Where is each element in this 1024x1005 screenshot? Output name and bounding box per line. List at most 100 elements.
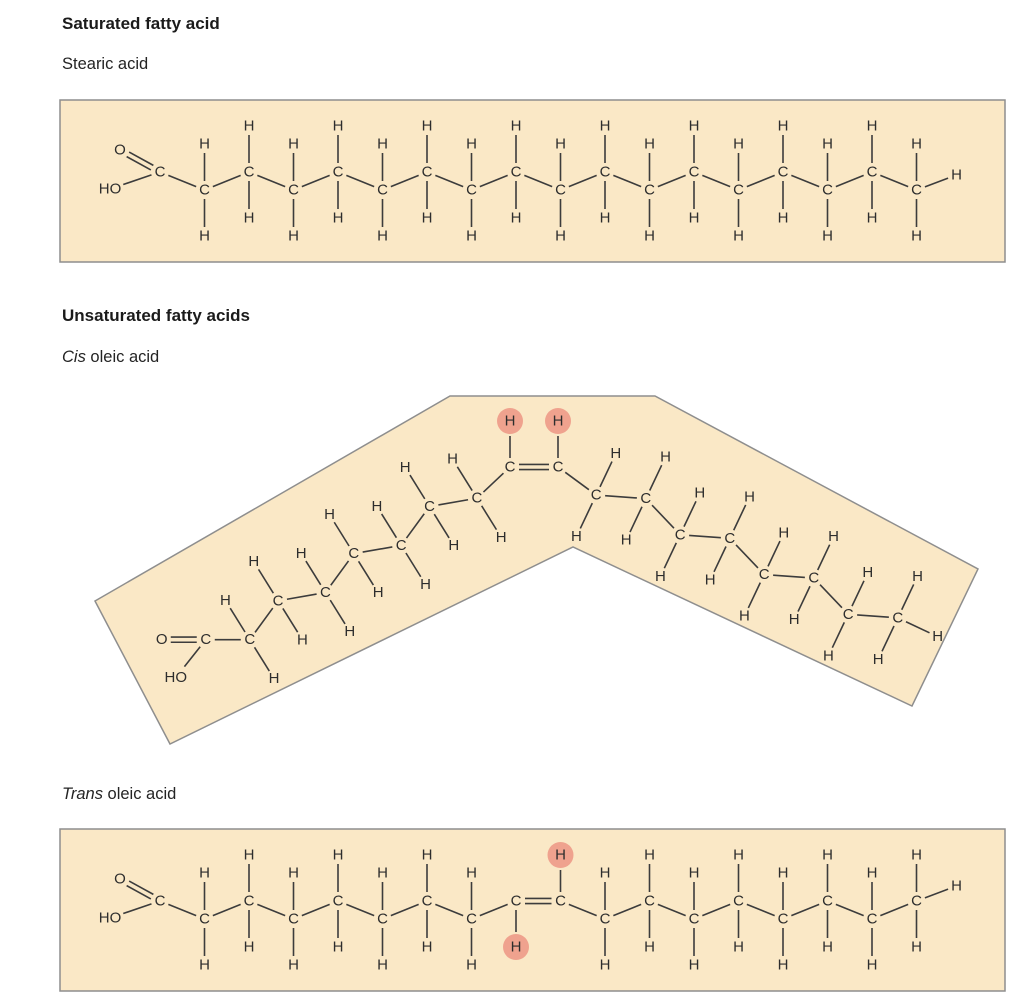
- atom-h-label: H: [447, 451, 458, 468]
- double-bond-line: [126, 156, 152, 171]
- stearic-acid-label: Stearic acid: [62, 55, 149, 74]
- bond-line: [168, 903, 197, 917]
- atom-h-label: H: [199, 136, 210, 153]
- atom-h-label: H: [911, 847, 922, 864]
- bond-line: [254, 607, 274, 634]
- atom-h-label: H: [373, 585, 384, 602]
- atom-h-label: H: [951, 878, 962, 895]
- atom-h-label: H: [248, 554, 259, 571]
- bond-line: [629, 506, 643, 533]
- bond-line: [346, 903, 375, 917]
- atom-h-label: H: [951, 167, 962, 184]
- atom-h-label: H: [466, 136, 477, 153]
- atom-h-label: H: [555, 847, 566, 864]
- atom-h-label: H: [505, 413, 516, 430]
- atom-h-label: H: [296, 545, 307, 562]
- bond-line: [346, 174, 375, 188]
- atom-h-label: H: [911, 228, 922, 245]
- atom-h-label: H: [778, 957, 789, 974]
- atom-h-label: H: [822, 939, 833, 956]
- atom-c-label: C: [822, 182, 833, 199]
- bond-line: [835, 903, 864, 917]
- bond-line: [924, 177, 949, 188]
- atom-c-label: C: [288, 182, 299, 199]
- bond-line: [713, 546, 727, 573]
- atom-h-label: H: [733, 228, 744, 245]
- bond-line: [835, 174, 864, 188]
- atom-c-label: C: [867, 911, 878, 928]
- atom-c-label: C: [422, 893, 433, 910]
- atom-h-label: H: [377, 957, 388, 974]
- cis-italic-word: Cis: [62, 347, 86, 366]
- atom-h-label: H: [911, 136, 922, 153]
- atom-h-label: H: [333, 118, 344, 135]
- bond-line: [880, 903, 909, 917]
- atom-h-label: H: [778, 865, 789, 882]
- atom-c-label: C: [333, 893, 344, 910]
- atom-h-label: H: [600, 865, 611, 882]
- atom-h-label: H: [199, 865, 210, 882]
- bond-line: [390, 903, 419, 917]
- atom-h-label: H: [466, 865, 477, 882]
- atom-h-label: H: [571, 528, 582, 545]
- bond-line: [657, 174, 686, 188]
- atom-c-label: C: [348, 546, 359, 563]
- atom-c-label: C: [377, 182, 388, 199]
- atom-h-label: H: [466, 957, 477, 974]
- atom-h-label: H: [220, 592, 231, 609]
- atom-h-label: H: [288, 136, 299, 153]
- atom-h-label: H: [199, 957, 210, 974]
- atom-h-label: H: [448, 537, 459, 554]
- atom-h-label: H: [644, 939, 655, 956]
- atom-c-label: C: [640, 490, 651, 507]
- atom-h-label: H: [828, 528, 839, 545]
- trans-italic-word: Trans: [62, 785, 103, 804]
- bond-line: [122, 174, 152, 186]
- atom-h-label: H: [862, 565, 873, 582]
- bond-line: [747, 582, 762, 609]
- atom-h-label: H: [420, 576, 431, 593]
- bond-line: [702, 903, 731, 917]
- trans-oleic-acid-label: Trans oleic acid: [62, 785, 1024, 805]
- bond-line: [122, 903, 152, 915]
- atom-h-label: H: [867, 210, 878, 227]
- atom-ho-label: HO: [165, 670, 188, 687]
- atom-h-label: H: [377, 865, 388, 882]
- atom-c-label: C: [689, 164, 700, 181]
- atom-c-label: C: [199, 911, 210, 928]
- bond-line: [357, 561, 375, 586]
- atom-h-label: H: [333, 939, 344, 956]
- bond-line: [648, 465, 663, 492]
- atom-c-label: C: [200, 632, 211, 649]
- atom-h-label: H: [778, 118, 789, 135]
- bond-line: [301, 903, 330, 917]
- atom-c-label: C: [553, 459, 564, 476]
- atom-h-label: H: [511, 210, 522, 227]
- bond-line: [333, 522, 350, 547]
- bond-line: [330, 560, 350, 587]
- bond-line: [409, 475, 426, 500]
- atom-h-label: H: [553, 413, 564, 430]
- bond-line: [480, 505, 498, 531]
- atom-c-label: C: [333, 164, 344, 181]
- atom-h-label: H: [371, 498, 382, 515]
- bond-line: [831, 622, 846, 649]
- atom-c-label: C: [377, 911, 388, 928]
- atom-h-label: H: [377, 136, 388, 153]
- atom-c-label: C: [675, 527, 686, 544]
- bond-line: [229, 608, 246, 633]
- atom-h-label: H: [867, 957, 878, 974]
- atom-c-label: C: [155, 164, 166, 181]
- bond-line: [702, 174, 731, 188]
- molecule-band: [59, 828, 1006, 992]
- atom-h-label: H: [733, 939, 744, 956]
- atom-h-label: H: [244, 118, 255, 135]
- trans-oleic-acid-structure-diagram: OHOCCHHCHHCHHCHHCHHCHHCHHCHCHCHHCHHCHHCH…: [59, 828, 1006, 992]
- atom-h-label: H: [694, 485, 705, 502]
- bond-line: [881, 626, 895, 653]
- bond-line: [183, 646, 201, 668]
- atom-h-label: H: [344, 623, 355, 640]
- atom-h-label: H: [610, 445, 621, 462]
- atom-c-label: C: [396, 537, 407, 554]
